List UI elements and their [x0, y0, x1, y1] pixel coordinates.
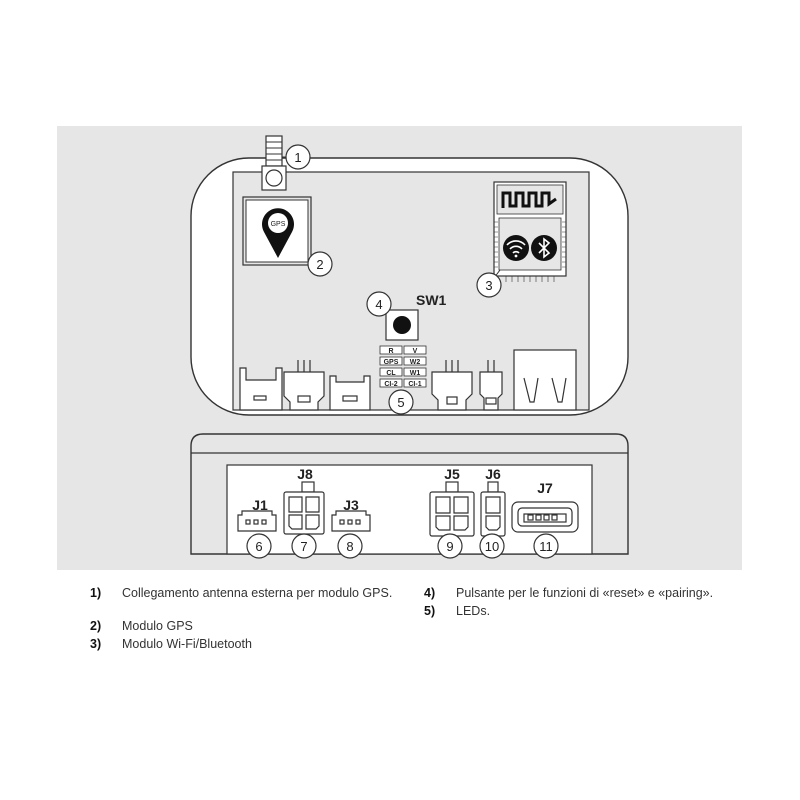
- svg-text:V: V: [413, 348, 418, 355]
- led-tag: W1: [403, 367, 427, 377]
- gps-module: GPS: [242, 196, 312, 266]
- top-connector-left-1: [239, 367, 283, 411]
- callout: 11: [533, 533, 559, 559]
- top-connector-left-3: [329, 375, 371, 411]
- legend-text: LEDs.: [456, 604, 491, 618]
- callout: 4: [366, 291, 392, 317]
- callout: 7: [291, 533, 317, 559]
- svg-text:CL: CL: [386, 370, 396, 377]
- svg-text:10: 10: [485, 539, 499, 554]
- legend-item: 3) Modulo Wi-Fi/Bluetooth: [90, 637, 394, 652]
- module-pads: [494, 221, 566, 282]
- led-tag: V: [403, 345, 427, 355]
- led-tags: R V GPS W2 CL W1 CI-2 CI-1: [379, 345, 427, 388]
- connector-j7-usb: [511, 501, 579, 533]
- connector-label-j3: J3: [343, 497, 359, 513]
- connector-label-j8: J8: [297, 466, 313, 482]
- connector-j3: [331, 510, 371, 532]
- connector-label-j5: J5: [444, 466, 460, 482]
- connector-label-j1: J1: [252, 497, 268, 513]
- pcb-antenna-trace-icon: [501, 191, 557, 208]
- svg-text:7: 7: [300, 539, 307, 554]
- legend-text: Modulo GPS: [122, 619, 193, 633]
- top-connector-left-2: [283, 360, 325, 411]
- connector-j5: [429, 481, 475, 537]
- top-usb-connector: [513, 349, 577, 411]
- callout: 9: [437, 533, 463, 559]
- legend-number: 5): [424, 604, 436, 618]
- legend-text: Collegamento antenna esterna per modulo …: [122, 586, 393, 600]
- legend-item: 5) LEDs.: [424, 604, 728, 619]
- sw1-label: SW1: [416, 292, 447, 308]
- legend-number: 4): [424, 586, 436, 600]
- svg-text:W2: W2: [410, 359, 421, 366]
- svg-text:CI-2: CI-2: [384, 381, 397, 388]
- legend-number: 3): [90, 637, 102, 651]
- svg-text:1: 1: [294, 150, 301, 165]
- connector-label-j6: J6: [485, 466, 501, 482]
- led-tag: CI-1: [403, 378, 427, 388]
- antenna-connector: [261, 135, 287, 191]
- wifi-bluetooth-module: [493, 181, 567, 282]
- svg-text:9: 9: [446, 539, 453, 554]
- svg-text:CI-1: CI-1: [408, 381, 421, 388]
- svg-text:W1: W1: [410, 370, 421, 377]
- svg-text:R: R: [388, 348, 393, 355]
- svg-text:GPS: GPS: [384, 359, 399, 366]
- callout: 3: [476, 269, 502, 298]
- led-tag: W2: [403, 356, 427, 366]
- callout: 6: [246, 533, 272, 559]
- top-connector-right-1: [431, 360, 473, 411]
- legend: 1) Collegamento antenna esterna per modu…: [0, 586, 800, 676]
- top-connector-right-2: [479, 360, 503, 411]
- callout: 10: [479, 533, 505, 559]
- svg-text:11: 11: [539, 539, 553, 554]
- led-tag: GPS: [379, 356, 403, 366]
- callout: 5: [388, 389, 414, 415]
- legend-item: 2) Modulo GPS: [90, 619, 394, 634]
- svg-text:5: 5: [397, 395, 404, 410]
- svg-text:4: 4: [375, 297, 382, 312]
- legend-number: 2): [90, 619, 102, 633]
- led-tag: R: [379, 345, 403, 355]
- led-tag: CL: [379, 367, 403, 377]
- gps-icon-label: GPS: [271, 221, 286, 228]
- legend-text: Modulo Wi-Fi/Bluetooth: [122, 637, 252, 651]
- callout: 1: [282, 144, 311, 170]
- sw1-button: [385, 309, 419, 341]
- connector-j1: [237, 510, 277, 532]
- led-tag: CI-2: [379, 378, 403, 388]
- legend-item: 4) Pulsante per le funzioni di «reset» e…: [424, 586, 756, 601]
- callout: 8: [337, 533, 363, 559]
- wifi-icon: [503, 235, 529, 261]
- legend-item: 1) Collegamento antenna esterna per modu…: [90, 586, 394, 601]
- legend-number: 1): [90, 586, 102, 600]
- svg-text:2: 2: [316, 257, 323, 272]
- legend-text: Pulsante per le funzioni di «reset» e «p…: [456, 586, 714, 600]
- svg-text:3: 3: [485, 278, 492, 293]
- callout: 2: [307, 251, 333, 277]
- svg-text:8: 8: [346, 539, 353, 554]
- connector-label-j7: J7: [537, 480, 553, 496]
- svg-text:6: 6: [255, 539, 262, 554]
